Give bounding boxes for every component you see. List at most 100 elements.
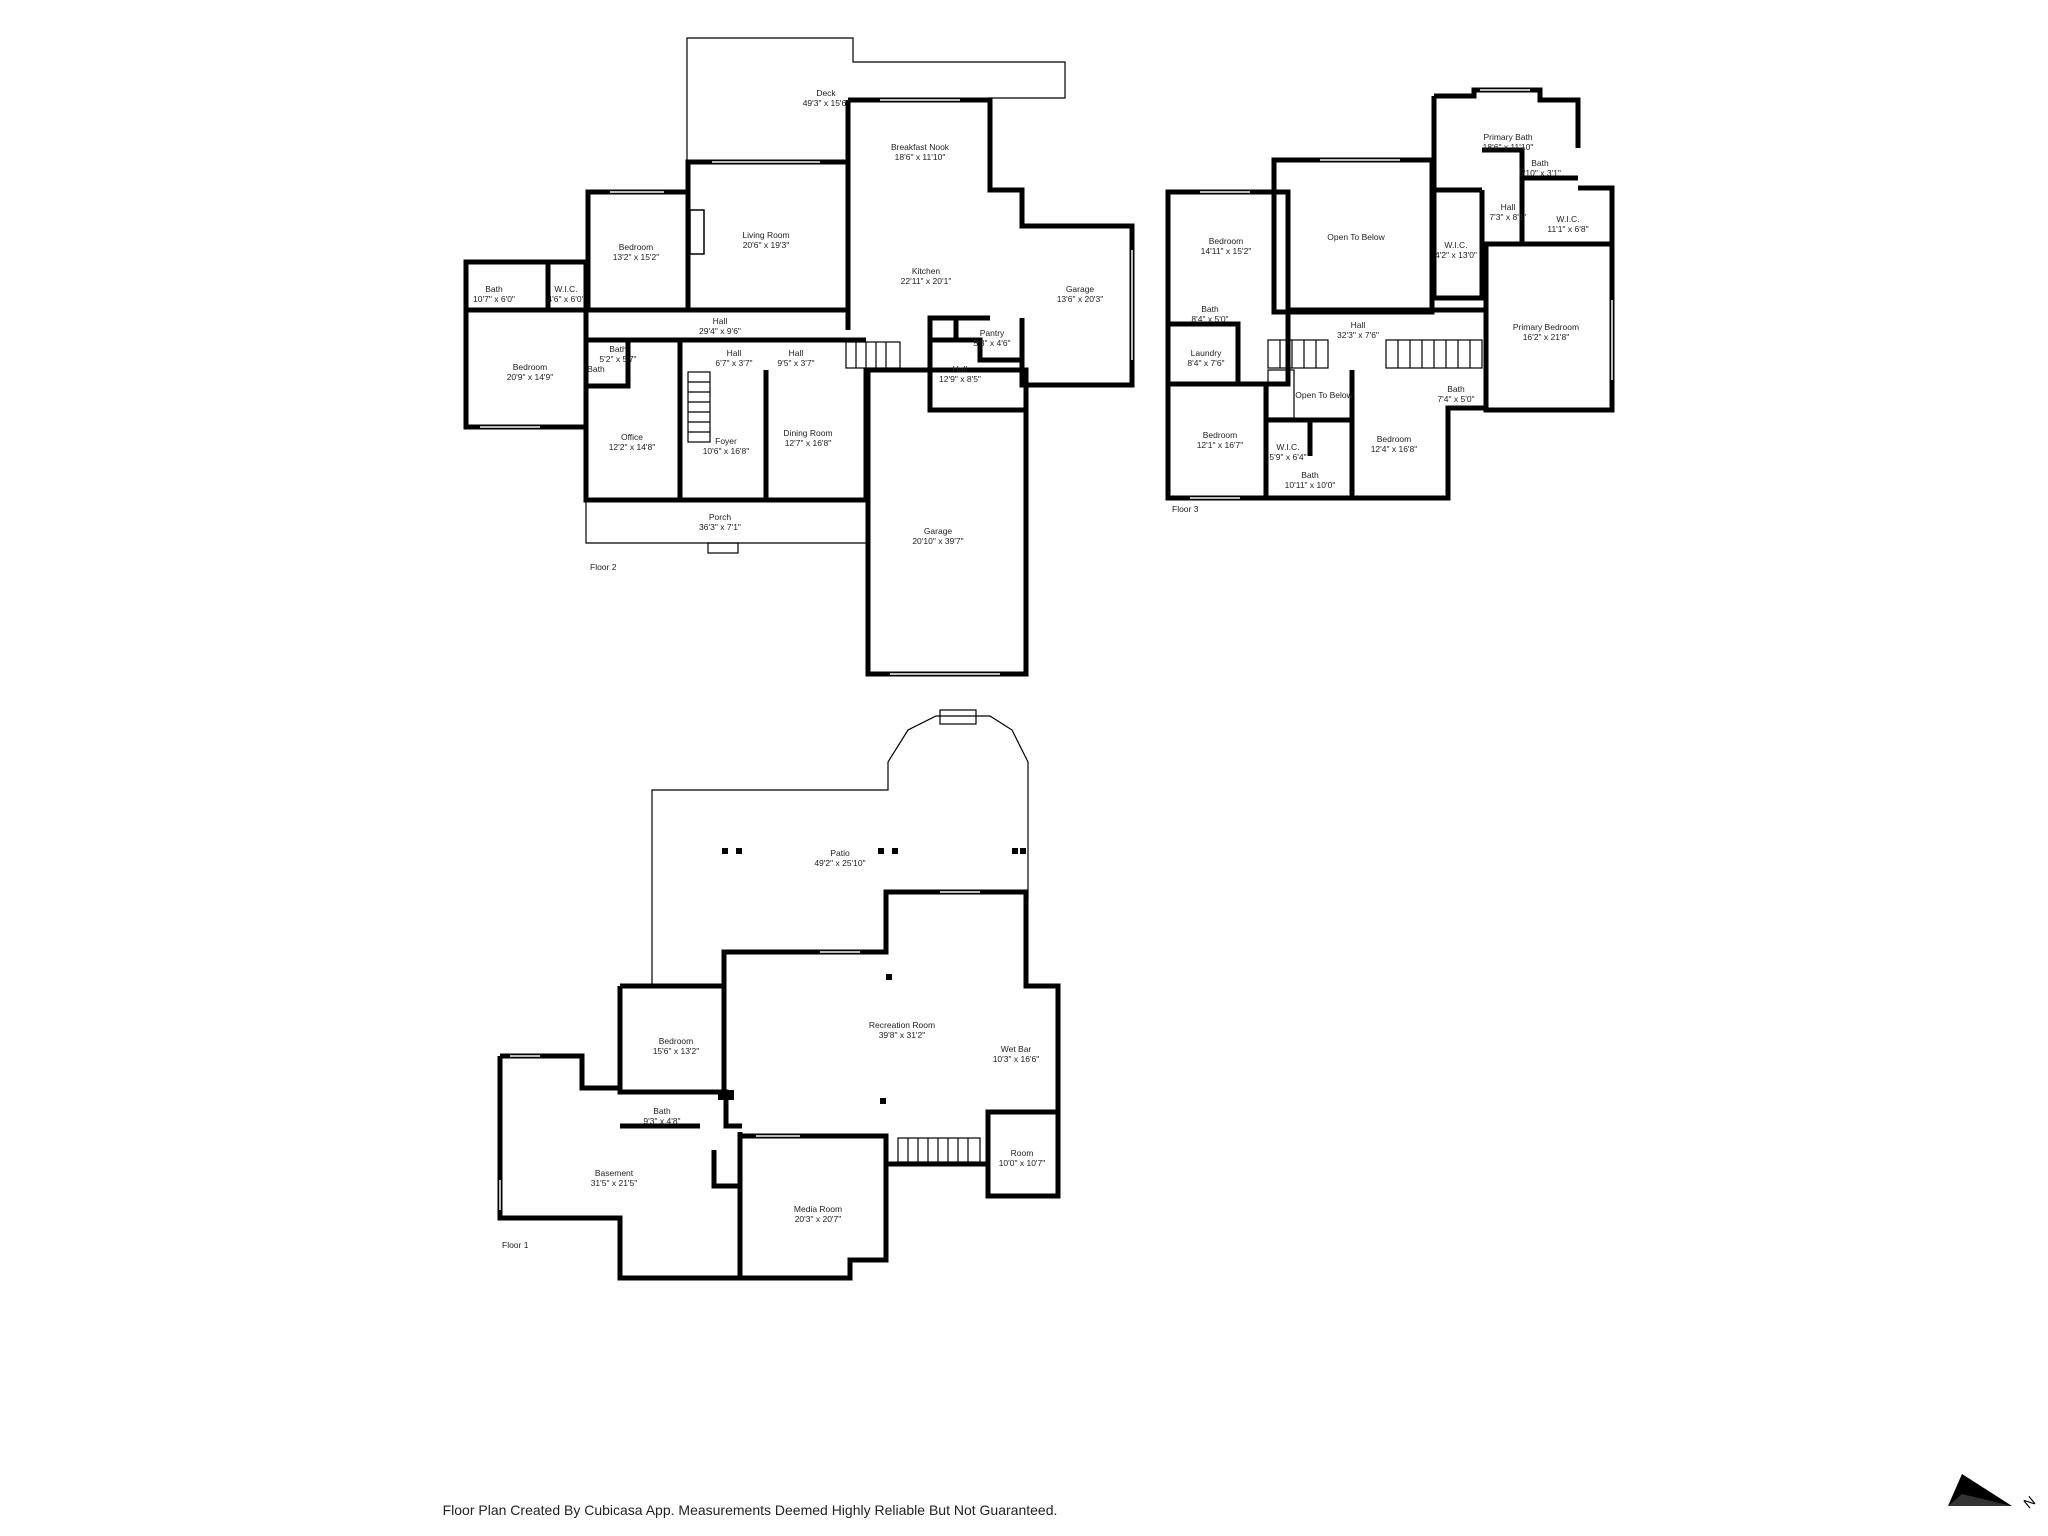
bath-u3-name: Bath xyxy=(1301,470,1319,480)
wet-bar-size: 10'3" x 16'6" xyxy=(993,1054,1040,1064)
garage-small-name: Garage xyxy=(1066,284,1095,294)
wic-p2-name: W.I.C. xyxy=(1444,240,1467,250)
bath-a-name: Bath xyxy=(485,284,503,294)
kitchen-name: Kitchen xyxy=(912,266,941,276)
basement-name: Basement xyxy=(595,1168,634,1178)
wic-u-name: W.I.C. xyxy=(1276,442,1299,452)
north-arrow-icon xyxy=(1948,1474,2012,1506)
hall-c-size: 9'5" x 3'7" xyxy=(777,358,814,368)
hall-d-size: 12'9" x 8'5" xyxy=(939,374,981,384)
bath-p-size: 6'10" x 3'1" xyxy=(1519,168,1561,178)
foyer-name: Foyer xyxy=(715,436,737,446)
bedroom-b-name: Bedroom xyxy=(513,362,548,372)
recreation-room-size: 39'8" x 31'2" xyxy=(879,1030,926,1040)
garage-large-name: Garage xyxy=(924,526,953,536)
bedroom-u1-size: 14'11" x 15'2" xyxy=(1201,246,1252,256)
floor-3-label: Floor 3 xyxy=(1172,504,1199,514)
hall-main-size: 29'4" x 9'6" xyxy=(699,326,741,336)
bedroom-l-size: 15'6" x 13'2" xyxy=(653,1046,700,1056)
recreation-room-name: Recreation Room xyxy=(869,1020,935,1030)
primary-bedroom-name: Primary Bedroom xyxy=(1513,322,1579,332)
bedroom-b-size: 20'9" x 14'9" xyxy=(507,372,554,382)
bath-b-name: Bath xyxy=(609,344,627,354)
living-room-size: 20'6" x 19'3" xyxy=(743,240,790,250)
dining-room-name: Dining Room xyxy=(783,428,832,438)
bedroom-u3-name: Bedroom xyxy=(1377,434,1412,444)
garage-large-size: 20'10" x 39'7" xyxy=(912,536,963,546)
office-name: Office xyxy=(621,432,643,442)
patio-name: Patio xyxy=(830,848,850,858)
bedroom-l-name: Bedroom xyxy=(659,1036,694,1046)
wic-p1-name: W.I.C. xyxy=(1556,214,1579,224)
bath-u1-size: 8'4" x 5'0" xyxy=(1191,314,1228,324)
room-l-size: 10'0" x 10'7" xyxy=(999,1158,1046,1168)
primary-bath-name: Primary Bath xyxy=(1483,132,1532,142)
floor-1-plan xyxy=(497,709,1061,1281)
primary-bedroom-size: 16'2" x 21'8" xyxy=(1523,332,1570,342)
room-l-name: Room xyxy=(1011,1148,1034,1158)
wic-u-size: 5'9" x 6'4" xyxy=(1269,452,1306,462)
bath-u1-name: Bath xyxy=(1201,304,1219,314)
bedroom-a-size: 13'2" x 15'2" xyxy=(613,252,660,262)
pantry-name: Pantry xyxy=(980,328,1005,338)
breakfast-nook-name: Breakfast Nook xyxy=(891,142,950,152)
patio-size: 49'2" x 25'10" xyxy=(814,858,865,868)
porch-name: Porch xyxy=(709,512,731,522)
office-size: 12'2" x 14'8" xyxy=(609,442,656,452)
pantry-size: 5'8" x 4'6" xyxy=(973,338,1010,348)
hall-p-size: 7'3" x 8'1" xyxy=(1489,212,1526,222)
bath-u2-size: 7'4" x 5'0" xyxy=(1437,394,1474,404)
hall-u-size: 32'3" x 7'6" xyxy=(1337,330,1379,340)
bath-c-name: Bath xyxy=(587,364,605,374)
hall-p-name: Hall xyxy=(1501,202,1516,212)
foyer-size: 10'6" x 16'8" xyxy=(703,446,750,456)
bath-u2-name: Bath xyxy=(1447,384,1465,394)
bedroom-u1-name: Bedroom xyxy=(1209,236,1244,246)
hall-b-size: 6'7" x 3'7" xyxy=(715,358,752,368)
porch-size: 36'3" x 7'1" xyxy=(699,522,741,532)
kitchen-size: 22'11" x 20'1" xyxy=(901,276,952,286)
bath-l-size: 9'3" x 4'8" xyxy=(643,1116,680,1126)
media-room-name: Media Room xyxy=(794,1204,842,1214)
laundry-name: Laundry xyxy=(1191,348,1222,358)
living-room-name: Living Room xyxy=(742,230,789,240)
hall-c-name: Hall xyxy=(789,348,804,358)
floor-2-label: Floor 2 xyxy=(590,562,617,572)
footer-note: Floor Plan Created By Cubicasa App. Meas… xyxy=(442,1502,1058,1518)
laundry-size: 8'4" x 7'6" xyxy=(1187,358,1224,368)
dining-room-size: 12'7" x 16'8" xyxy=(785,438,832,448)
bath-u3-size: 10'11" x 10'0" xyxy=(1285,480,1336,490)
floor-3-plan xyxy=(1165,87,1615,501)
floor-2-plan xyxy=(463,37,1135,677)
media-room-size: 20'3" x 20'7" xyxy=(795,1214,842,1224)
bath-l-name: Bath xyxy=(653,1106,671,1116)
deck-size: 49'3" x 15'6" xyxy=(803,98,850,108)
floor-1-label: Floor 1 xyxy=(502,1240,529,1250)
wic-p1-size: 11'1" x 6'8" xyxy=(1547,224,1588,234)
bedroom-a-name: Bedroom xyxy=(619,242,654,252)
bedroom-u2-name: Bedroom xyxy=(1203,430,1238,440)
wic-a-name: W.I.C. xyxy=(554,284,577,294)
bedroom-u2-size: 12'1" x 16'7" xyxy=(1197,440,1244,450)
wic-p2-size: 4'2" x 13'0" xyxy=(1435,250,1477,260)
bath-p-name: Bath xyxy=(1531,158,1549,168)
bath-a-size: 10'7" x 6'0" xyxy=(473,294,515,304)
hall-main-name: Hall xyxy=(713,316,728,326)
open-below-1-name: Open To Below xyxy=(1327,232,1385,242)
compass-letter: N xyxy=(2020,1493,2038,1512)
garage-small-size: 13'6" x 20'3" xyxy=(1057,294,1104,304)
hall-u-name: Hall xyxy=(1351,320,1366,330)
hall-b-name: Hall xyxy=(727,348,742,358)
bedroom-u3-size: 12'4" x 16'8" xyxy=(1371,444,1418,454)
wic-a-size: 4'6" x 6'0" xyxy=(547,294,584,304)
wet-bar-name: Wet Bar xyxy=(1001,1044,1032,1054)
deck-name: Deck xyxy=(816,88,836,98)
primary-bath-size: 18'6" x 11'10" xyxy=(1483,142,1534,152)
bath-b-size: 5'2" x 5'7" xyxy=(599,354,636,364)
breakfast-nook-size: 18'6" x 11'10" xyxy=(895,152,946,162)
basement-size: 31'5" x 21'5" xyxy=(591,1178,638,1188)
open-below-2-name: Open To Below xyxy=(1295,390,1353,400)
hall-d-name: Hall xyxy=(953,364,968,374)
